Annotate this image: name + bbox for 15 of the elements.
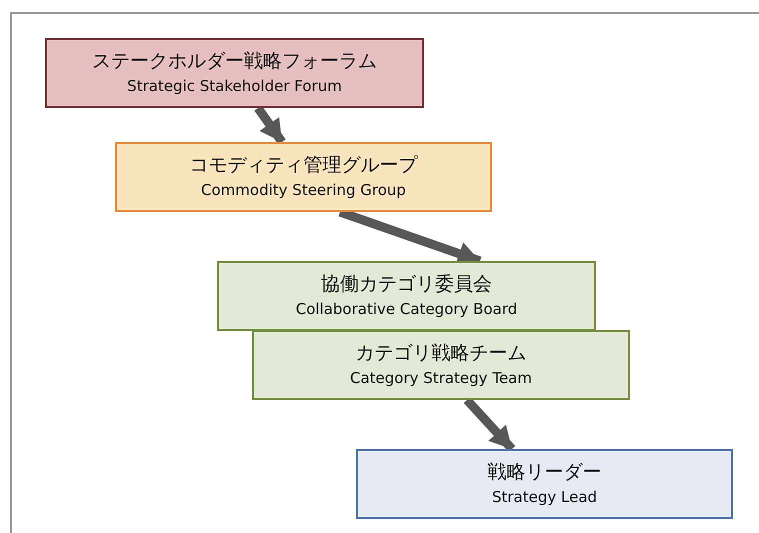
- box-subtitle: Collaborative Category Board: [296, 299, 518, 320]
- box-title: ステークホルダー戦略フォーラム: [92, 49, 377, 74]
- box-title: コモディティ管理グループ: [190, 153, 418, 178]
- process-box: [356, 449, 733, 519]
- process-box: [115, 142, 492, 212]
- box-subtitle: Strategy Lead: [492, 487, 598, 508]
- box-title: 協働カテゴリ委員会: [321, 272, 492, 297]
- process-box: [217, 261, 596, 331]
- box-title: カテゴリ戦略チーム: [356, 341, 526, 366]
- box-subtitle: Commodity Steering Group: [201, 180, 406, 201]
- box-subtitle: Strategic Stakeholder Forum: [127, 76, 342, 97]
- box-subtitle: Category Strategy Team: [350, 368, 532, 389]
- process-box: [45, 38, 424, 108]
- process-box: [252, 330, 630, 400]
- box-title: 戦略リーダー: [488, 460, 602, 485]
